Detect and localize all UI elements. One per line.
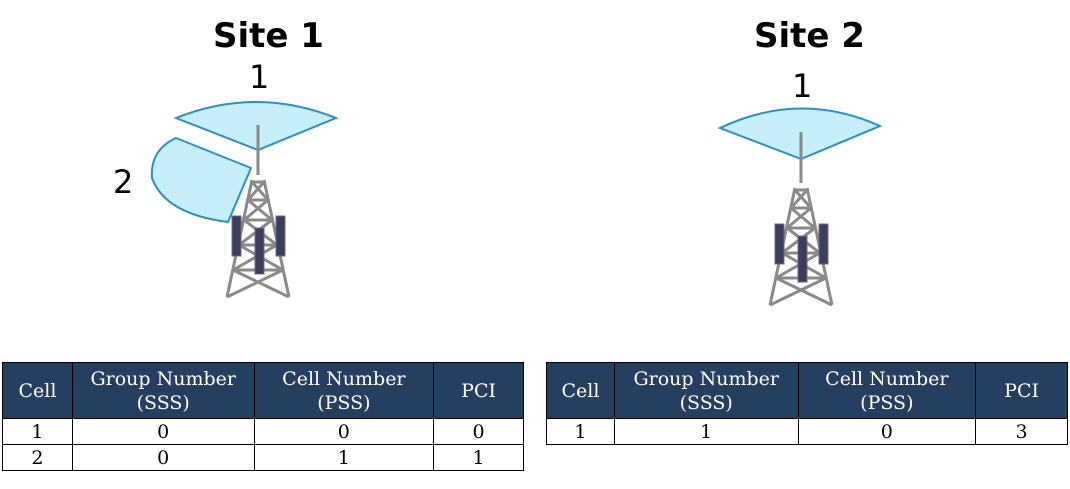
table-row: 2 0 1 1 xyxy=(2,444,524,471)
group-number-value: 0 xyxy=(71,444,255,471)
site-1-sector-1 xyxy=(173,101,339,152)
cell-value: 1 xyxy=(546,418,615,445)
cell-number-value: 0 xyxy=(253,418,435,445)
table-row: 1 0 0 0 xyxy=(2,418,524,445)
site-2-sector-1-label: 1 xyxy=(792,67,812,105)
header-cell: Cell xyxy=(2,362,73,419)
site-1-sector-2-label: 2 xyxy=(113,163,133,201)
site-1-sector-1-label: 1 xyxy=(249,58,269,96)
table-row: 1 1 0 3 xyxy=(546,418,1068,445)
site-1-pci-table: Cell Group Number (SSS) Cell Number (PSS… xyxy=(2,362,524,471)
site-1-sector-2 xyxy=(150,136,253,224)
site-2-title: Site 2 xyxy=(754,16,865,56)
header-cell: Cell xyxy=(546,362,615,419)
header-pci: PCI xyxy=(975,362,1068,419)
group-number-value: 0 xyxy=(71,418,255,445)
cell-number-value: 1 xyxy=(253,444,435,471)
header-cell-number: Cell Number (PSS) xyxy=(797,362,977,419)
cell-value: 2 xyxy=(2,444,73,471)
site-1-title: Site 1 xyxy=(213,16,324,56)
site-1-antenna-icons xyxy=(231,215,286,275)
header-group-number: Group Number (SSS) xyxy=(71,362,255,419)
table-header-row: Cell Group Number (SSS) Cell Number (PSS… xyxy=(546,362,1068,419)
site-2-antenna-icons xyxy=(774,223,829,283)
table-header-row: Cell Group Number (SSS) Cell Number (PSS… xyxy=(2,362,524,419)
header-group-number: Group Number (SSS) xyxy=(613,362,799,419)
pci-value: 1 xyxy=(433,444,524,471)
header-cell-number: Cell Number (PSS) xyxy=(253,362,435,419)
pci-value: 3 xyxy=(975,418,1068,445)
cell-number-value: 0 xyxy=(797,418,977,445)
group-number-value: 1 xyxy=(613,418,799,445)
site-2-pci-table: Cell Group Number (SSS) Cell Number (PSS… xyxy=(546,362,1068,445)
pci-value: 0 xyxy=(433,418,524,445)
header-pci: PCI xyxy=(433,362,524,419)
cell-value: 1 xyxy=(2,418,73,445)
